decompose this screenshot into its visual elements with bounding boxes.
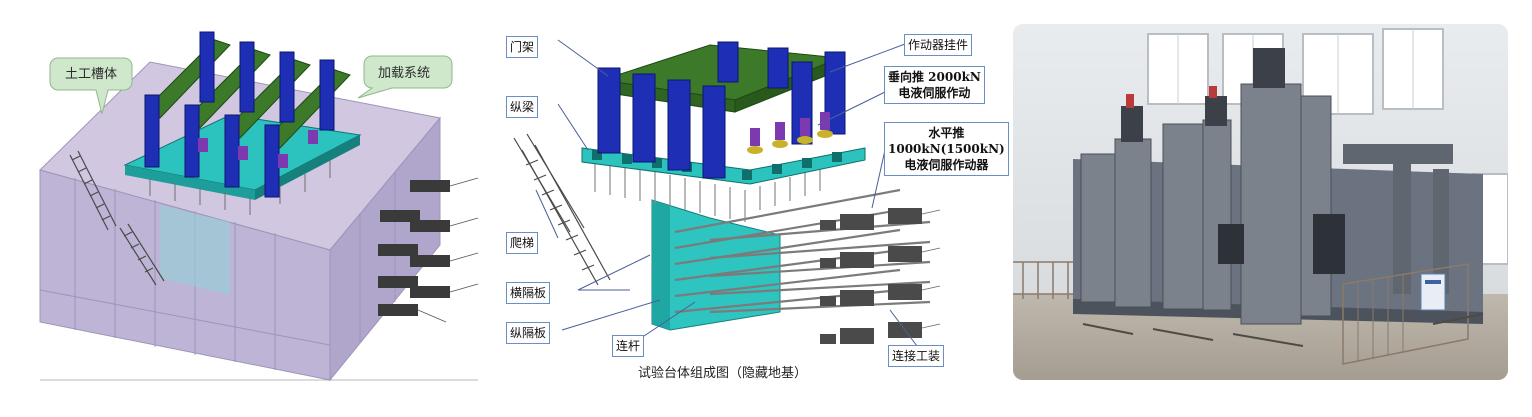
label-gantry: 门架 [506, 36, 539, 58]
label-horizontal-actuator-line3: 电液伺服作动器 [904, 158, 989, 172]
callout-soil-tank: 土工槽体 [49, 57, 133, 115]
test-rig-photo-drawing [1013, 24, 1508, 380]
model-3d-panel: 土工槽体 加载系统 [0, 0, 500, 417]
steel-frame [1073, 48, 1483, 325]
model-3d-figure: 土工槽体 加载系统 [39, 31, 479, 382]
label-transverse-plate: 横隔板 [506, 282, 551, 304]
label-actuator-hanger: 作动器挂件 [904, 34, 973, 56]
gantry-frame [144, 31, 351, 198]
floor-anchors [1082, 313, 1484, 347]
label-longitudinal-plate: 纵隔板 [506, 322, 551, 344]
callout-loading-system: 加载系统 [357, 55, 453, 99]
component-diagram-panel: 门架 纵梁 爬梯 横隔板 纵隔板 连杆 作动器挂件 垂向推 2000kN 电液伺… [500, 0, 1010, 417]
vertical-actuators [750, 112, 830, 146]
left-fence [1013, 261, 1073, 299]
test-rig-photo [1013, 24, 1508, 380]
ladder-left [69, 150, 117, 231]
label-ladder: 爬梯 [506, 232, 539, 254]
actuator-tails [921, 209, 941, 329]
connecting-rods [674, 188, 931, 314]
label-horizontal-actuator-line2: 1000kN(1500kN) [888, 142, 1005, 156]
horizontal-actuators [378, 177, 479, 323]
label-horizontal-actuator: 水平推 1000kN(1500kN) 电液伺服作动器 [884, 122, 1009, 176]
ladder [513, 133, 611, 286]
actuator-hangers [747, 130, 833, 154]
leader-lines [535, 39, 921, 351]
diagram-caption: 试验台体组成图（隐藏地基） [638, 366, 808, 381]
hanging-rods [594, 160, 821, 222]
label-longitudinal-beam: 纵梁 [506, 96, 539, 118]
label-vertical-actuator: 垂向推 2000kN 电液伺服作动 [884, 66, 985, 104]
label-vertical-actuator-line2: 电液伺服作动 [898, 86, 971, 100]
callout-loading-system-text: 加载系统 [378, 66, 430, 81]
label-connecting-rod: 连杆 [612, 335, 645, 357]
right-fence [1342, 263, 1469, 365]
label-connection-fixture: 连接工装 [888, 345, 945, 367]
component-diagram-figure [513, 39, 941, 351]
horizontal-actuator-cluster [820, 208, 922, 344]
label-horizontal-actuator-line1: 水平推 [928, 126, 965, 140]
transverse-plate [651, 199, 781, 331]
label-vertical-actuator-line1: 垂向推 2000kN [888, 70, 981, 84]
callout-soil-tank-text: 土工槽体 [65, 67, 117, 82]
gantry-columns [597, 41, 846, 179]
ladder-right [119, 223, 165, 286]
